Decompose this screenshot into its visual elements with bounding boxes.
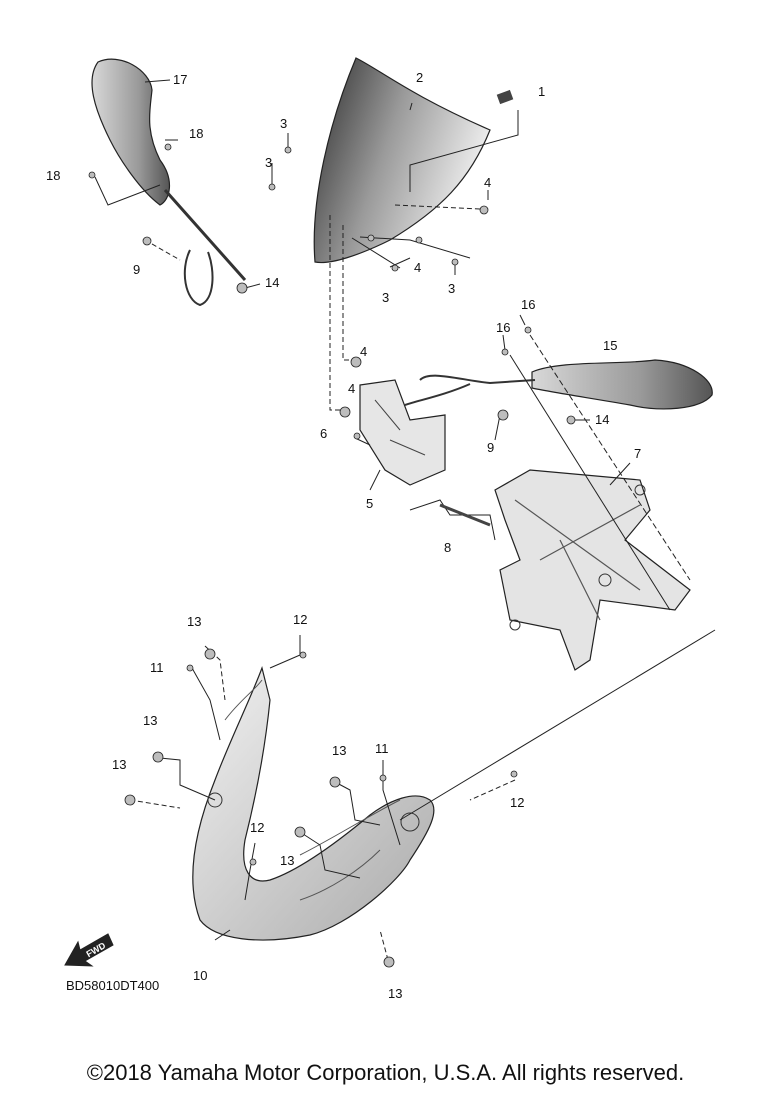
grommet [496, 89, 514, 105]
callout-13: 13 [187, 614, 201, 629]
callout-13: 13 [388, 986, 402, 1001]
right-mirror [404, 359, 713, 410]
left-mirror [91, 58, 247, 307]
callout-13: 13 [280, 853, 294, 868]
callout-16: 16 [496, 320, 510, 335]
callout-1: 1 [538, 84, 545, 99]
callout-14: 14 [595, 412, 609, 427]
callout-9: 9 [133, 262, 140, 277]
callout-16: 16 [521, 297, 535, 312]
callout-14: 14 [265, 275, 279, 290]
windshield [313, 57, 491, 264]
windshield-bracket [359, 379, 446, 486]
callout-13: 13 [112, 757, 126, 772]
callout-18: 18 [46, 168, 60, 183]
callout-6: 6 [320, 426, 327, 441]
callout-labels: 1 2 3 3 3 3 4 4 4 4 5 6 7 8 9 9 10 11 11… [46, 70, 641, 1001]
cowling-stay [494, 469, 691, 671]
callout-3: 3 [280, 116, 287, 131]
fasteners [88, 143, 576, 968]
callout-3: 3 [265, 155, 272, 170]
callout-8: 8 [444, 540, 451, 555]
callout-18: 18 [189, 126, 203, 141]
callout-10: 10 [193, 968, 207, 983]
callout-4: 4 [348, 381, 355, 396]
callout-11: 11 [375, 741, 389, 756]
exploded-parts-diagram: 1 2 3 3 3 3 4 4 4 4 5 6 7 8 9 9 10 11 11… [46, 57, 716, 1001]
callout-4: 4 [484, 175, 491, 190]
forward-arrow-icon: FWD [64, 933, 114, 967]
callout-13: 13 [332, 743, 346, 758]
front-inner-panel [192, 665, 435, 941]
copyright-notice: ©2018 Yamaha Motor Corporation, U.S.A. A… [86, 1060, 685, 1085]
callout-2: 2 [416, 70, 423, 85]
callout-3: 3 [448, 281, 455, 296]
callout-7: 7 [634, 446, 641, 461]
callout-12: 12 [293, 612, 307, 627]
callout-11: 11 [150, 660, 164, 675]
callout-9: 9 [487, 440, 494, 455]
callout-4: 4 [414, 260, 421, 275]
leader-lines [94, 79, 716, 961]
callout-15: 15 [603, 338, 617, 353]
callout-17: 17 [173, 72, 187, 87]
drawing-code: BD58010DT400 [66, 978, 160, 993]
callout-12: 12 [510, 795, 524, 810]
callout-3: 3 [382, 290, 389, 305]
callout-4: 4 [360, 344, 367, 359]
callout-12: 12 [250, 820, 264, 835]
callout-13: 13 [143, 713, 157, 728]
callout-5: 5 [366, 496, 373, 511]
